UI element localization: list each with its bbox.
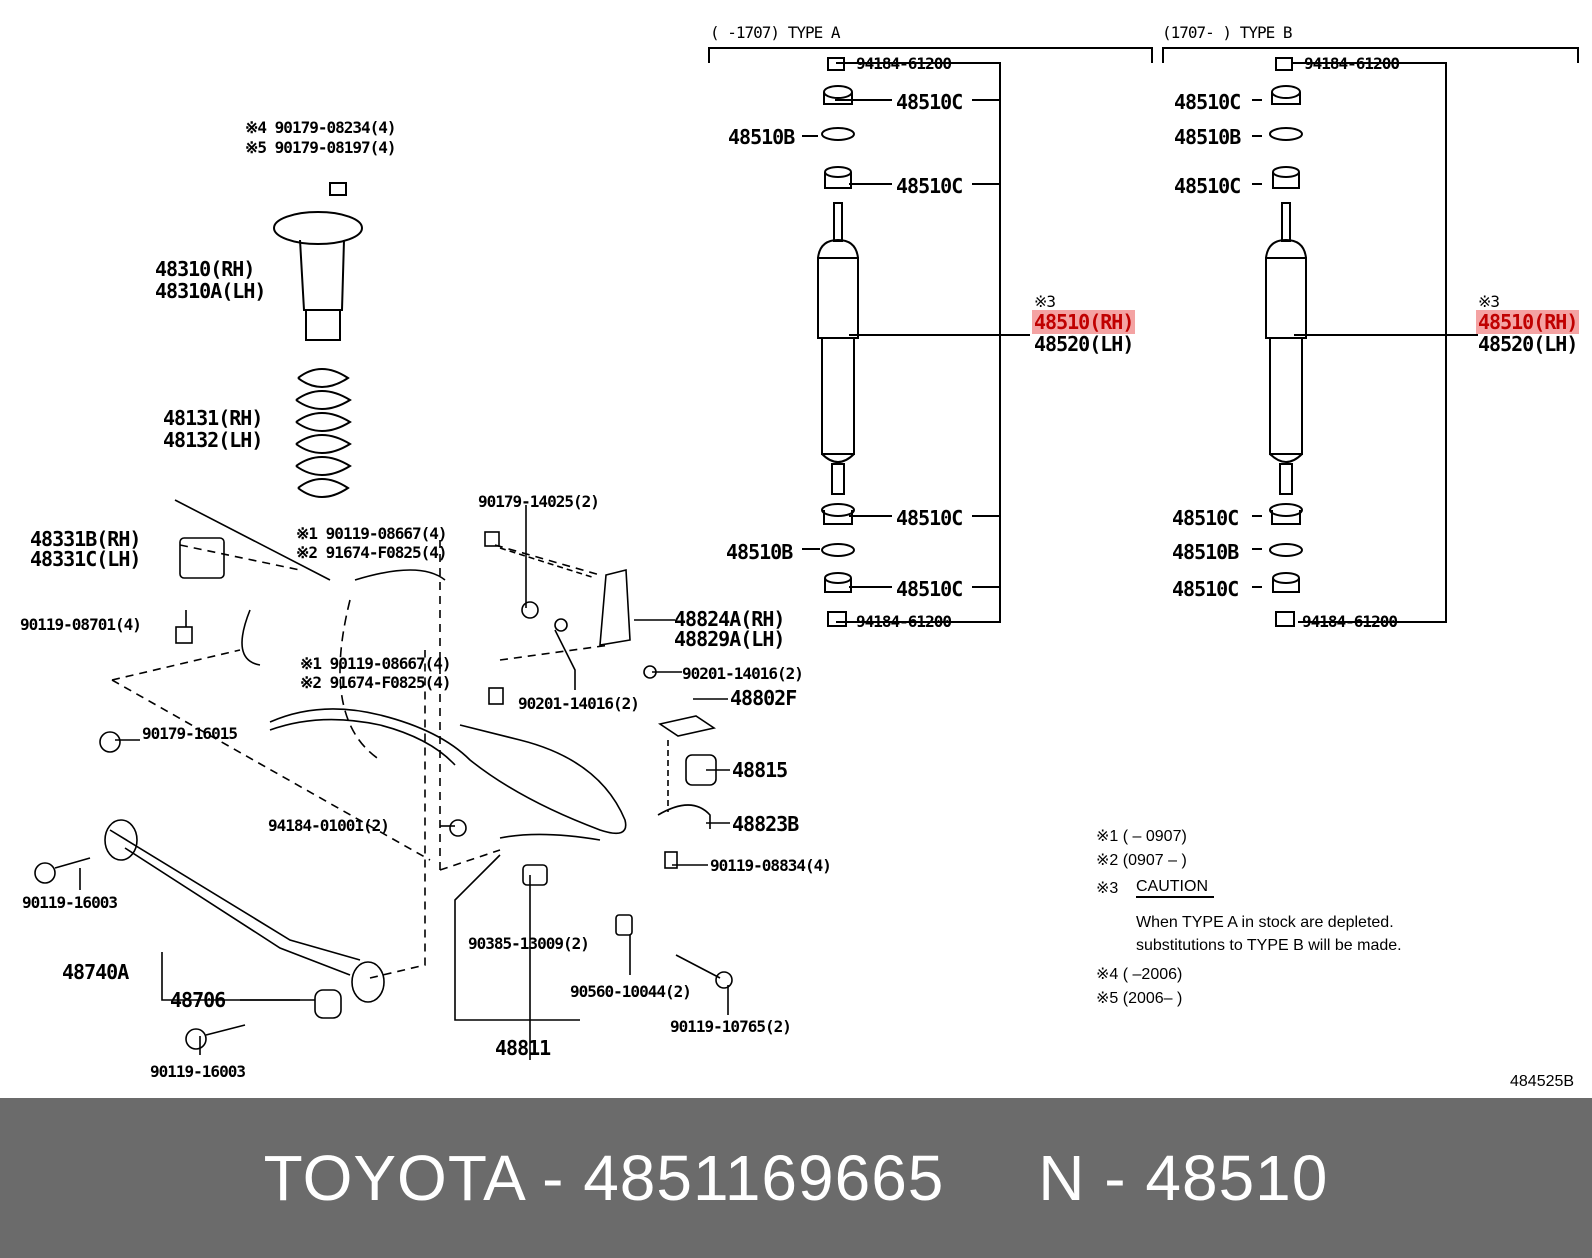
type-b-ref-mark: ※3 bbox=[1478, 292, 1500, 311]
label-bolt-08667-mid[interactable]: ※1 90119-08667(4) bbox=[300, 654, 452, 673]
label-bolt-10765[interactable]: 90119-10765(2) bbox=[670, 1017, 792, 1036]
type-b-cushion-c4[interactable]: 48510C bbox=[1172, 577, 1239, 601]
type-b-retainer-b2[interactable]: 48510B bbox=[1172, 540, 1239, 564]
shock-absorber-type-a bbox=[817, 57, 859, 627]
note-5: ※5 (2006– ) bbox=[1096, 990, 1183, 1007]
type-a-bracket-line bbox=[708, 47, 1153, 63]
label-spring-lh[interactable]: 48132(LH) bbox=[163, 428, 263, 452]
label-bracket-48823b[interactable]: 48823B bbox=[732, 812, 799, 836]
footer-part-number: TOYOTA - 4851169665 N - 48510 bbox=[263, 1142, 1329, 1214]
illustration-id: 484525B bbox=[1510, 1073, 1575, 1090]
label-bolt-16003-b[interactable]: 90119-16003 bbox=[150, 1062, 246, 1081]
label-nut-01001[interactable]: 94184-01001(2) bbox=[268, 816, 390, 835]
shock-absorber-type-b bbox=[1265, 57, 1307, 627]
type-a-nut-bottom[interactable]: 94184-61200 bbox=[856, 612, 952, 631]
label-bracket-lh[interactable]: 48331C(LH) bbox=[30, 547, 141, 571]
label-stabilizer-48811[interactable]: 48811 bbox=[495, 1036, 551, 1060]
spring-assembly bbox=[273, 182, 363, 498]
type-b-nut-bottom[interactable]: 94184-61200 bbox=[1302, 612, 1398, 631]
note-3-line2: substitutions to TYPE B will be made. bbox=[1136, 937, 1402, 954]
label-bush-13009[interactable]: 90385-13009(2) bbox=[468, 934, 590, 953]
label-bolt-08834[interactable]: 90119-08834(4) bbox=[710, 856, 832, 875]
type-b-retainer-b1[interactable]: 48510B bbox=[1174, 125, 1241, 149]
note-2: ※2 (0907 – ) bbox=[1096, 852, 1187, 869]
type-b-cushion-c1[interactable]: 48510C bbox=[1174, 90, 1241, 114]
label-bracket2-lh[interactable]: 48829A(LH) bbox=[674, 627, 785, 651]
note-3-title: CAUTION bbox=[1136, 878, 1214, 898]
type-a-absorber-rh[interactable]: 48510(RH) bbox=[1032, 310, 1136, 334]
type-a-retainer-b1[interactable]: 48510B bbox=[728, 125, 795, 149]
type-b-absorber-lh[interactable]: 48520(LH) bbox=[1478, 332, 1578, 356]
type-b-absorber-rh[interactable]: 48510(RH) bbox=[1476, 310, 1580, 334]
label-rod-48740a[interactable]: 48740A bbox=[62, 960, 129, 984]
label-washer-14016-a[interactable]: 90201-14016(2) bbox=[682, 664, 804, 683]
type-a-cushion-c2[interactable]: 48510C bbox=[896, 174, 963, 198]
parts-diagram: ( -1707) TYPE A (1707- ) TYPE B 94184-61… bbox=[20, 23, 1580, 1090]
label-collar-10044[interactable]: 90560-10044(2) bbox=[570, 982, 692, 1001]
label-spring-rh[interactable]: 48131(RH) bbox=[163, 406, 263, 430]
label-mount-nut-a[interactable]: ※4 90179-08234(4) bbox=[245, 118, 397, 137]
label-bolt-08667-top[interactable]: ※1 90119-08667(4) bbox=[296, 524, 448, 543]
type-a-cushion-c3[interactable]: 48510C bbox=[896, 506, 963, 530]
label-bracket-rh[interactable]: 48331B(RH) bbox=[30, 527, 141, 551]
label-bolt-f0825-mid[interactable]: ※2 91674-F0825(4) bbox=[300, 673, 452, 692]
type-a-retainer-b2[interactable]: 48510B bbox=[726, 540, 793, 564]
label-bush-48706[interactable]: 48706 bbox=[170, 988, 226, 1012]
note-1: ※1 ( – 0907) bbox=[1096, 828, 1187, 845]
diagram-drawing bbox=[34, 47, 1579, 1060]
note-3-mark: ※3 bbox=[1096, 880, 1119, 897]
type-b-nut-top[interactable]: 94184-61200 bbox=[1304, 54, 1400, 73]
type-b-bracket-line bbox=[1162, 47, 1579, 63]
type-a-cushion-c4[interactable]: 48510C bbox=[896, 577, 963, 601]
label-bolt-f0825-top[interactable]: ※2 91674-F0825(4) bbox=[296, 543, 448, 562]
label-link-48802f[interactable]: 48802F bbox=[730, 686, 797, 710]
label-bolt-16003-a[interactable]: 90119-16003 bbox=[22, 893, 118, 912]
type-a-absorber-lh[interactable]: 48520(LH) bbox=[1034, 332, 1134, 356]
axle-outline bbox=[104, 499, 717, 1003]
label-bolt-08701[interactable]: 90119-08701(4) bbox=[20, 615, 142, 634]
label-support-rh[interactable]: 48310(RH) bbox=[155, 257, 255, 281]
type-b-header: (1707- ) TYPE B bbox=[1162, 23, 1292, 42]
type-a-header: ( -1707) TYPE A bbox=[710, 23, 840, 42]
footer-bar: TOYOTA - 4851169665 N - 48510 bbox=[0, 1098, 1592, 1258]
type-b-cushion-c2[interactable]: 48510C bbox=[1174, 174, 1241, 198]
note-3-line1: When TYPE A in stock are depleted. bbox=[1136, 914, 1394, 931]
type-a-cushion-c1[interactable]: 48510C bbox=[896, 90, 963, 114]
label-support-lh[interactable]: 48310A(LH) bbox=[155, 279, 266, 303]
type-b-cushion-c3[interactable]: 48510C bbox=[1172, 506, 1239, 530]
type-a-nut-top[interactable]: 94184-61200 bbox=[856, 54, 952, 73]
label-nut-14025[interactable]: 90179-14025(2) bbox=[478, 492, 600, 511]
label-mount-nut-b[interactable]: ※5 90179-08197(4) bbox=[245, 138, 397, 157]
note-4: ※4 ( –2006) bbox=[1096, 966, 1183, 983]
type-a-ref-mark: ※3 bbox=[1034, 292, 1056, 311]
label-bracket2-rh[interactable]: 48824A(RH) bbox=[674, 607, 785, 631]
label-bushing-48815[interactable]: 48815 bbox=[732, 758, 788, 782]
label-washer-14016-b[interactable]: 90201-14016(2) bbox=[518, 694, 640, 713]
label-nut-16015[interactable]: 90179-16015 bbox=[142, 724, 238, 743]
